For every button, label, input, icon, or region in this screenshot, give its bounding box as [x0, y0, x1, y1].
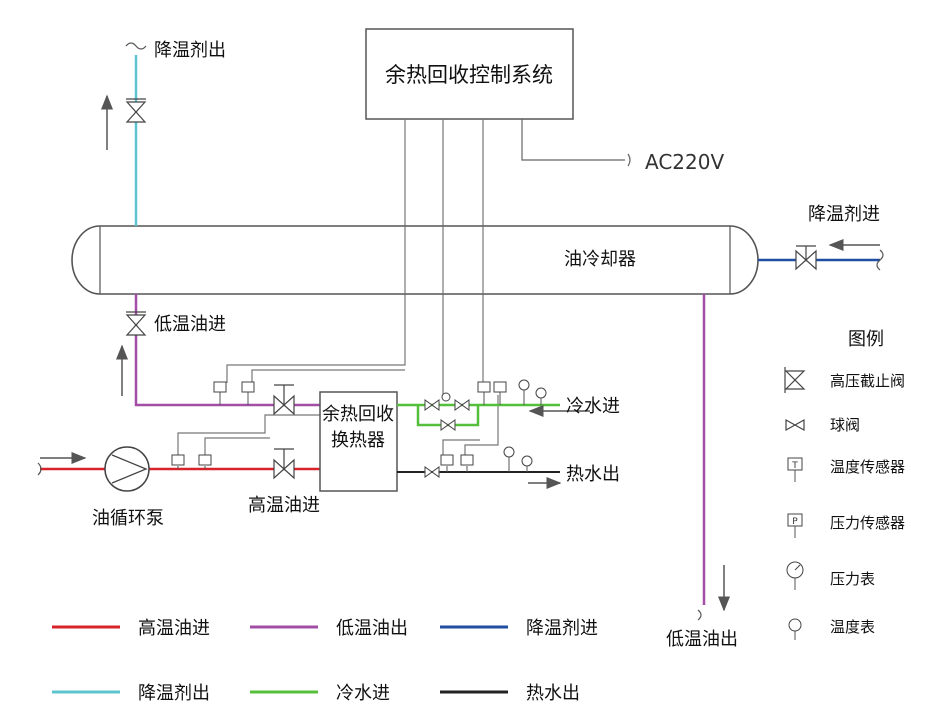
- sensor-mark: T: [791, 461, 798, 471]
- globe-valve-icon: [125, 311, 147, 336]
- temperature-sensor-icon: [440, 454, 454, 472]
- hot-water-out-label: 热水出: [566, 464, 620, 485]
- globe-valve-icon: [273, 448, 295, 480]
- legend-item-label: 压力传感器: [830, 514, 905, 532]
- pipe-break-icon: [37, 462, 42, 476]
- legend-line-label: 热水出: [526, 683, 580, 704]
- power-cable: [521, 119, 625, 161]
- cable-break-icon: [627, 153, 631, 167]
- low-oil-out-label: 低温油出: [666, 629, 738, 650]
- pressure-sensor-icon: [460, 454, 474, 472]
- exchanger-label-1: 余热回收: [322, 404, 394, 425]
- exchanger-label-2: 换热器: [331, 430, 385, 451]
- pipe-break-icon: [125, 42, 147, 50]
- pressure-sensor-icon: [493, 381, 507, 405]
- pump-label: 油循环泵: [92, 508, 164, 529]
- legend-item-label: 温度传感器: [830, 458, 905, 476]
- globe-valve-icon: [273, 384, 295, 416]
- ball-valve-icon: [424, 466, 440, 478]
- signal-wires-over-vessel: [404, 226, 484, 294]
- temperature-sensor-icon: [213, 381, 227, 405]
- globe-valve-icon: [795, 245, 817, 271]
- temperature-sensor-icon: T: [787, 457, 803, 482]
- control-system-box: [365, 28, 574, 120]
- temperature-sensor-icon: [477, 381, 491, 405]
- low-oil-pipe: [134, 294, 320, 407]
- high-oil-in-label: 高温油进: [248, 495, 320, 516]
- globe-valve-icon: [441, 392, 451, 402]
- pressure-gauge-icon: [786, 561, 804, 590]
- cold-water-in-label: 冷水进: [566, 396, 620, 417]
- pipe-break-icon: [876, 249, 884, 271]
- legend-line-label: 低温油出: [336, 618, 408, 639]
- thermometer-icon: [535, 387, 547, 405]
- heat-exchanger-box: [319, 391, 398, 492]
- ball-valve-icon: [424, 399, 440, 411]
- pressure-sensor-icon: [198, 454, 212, 469]
- ball-valve-icon: [785, 418, 805, 432]
- legend-item-label: 温度表: [830, 618, 875, 636]
- legend-item-label: 压力表: [830, 570, 875, 588]
- temperature-sensor-icon: [171, 454, 185, 469]
- legend-line-label: 冷水进: [336, 683, 390, 704]
- thermometer-icon: [521, 455, 533, 472]
- legend-item-label: 高压截止阀: [830, 372, 905, 390]
- control-system-label: 余热回收控制系统: [385, 63, 553, 87]
- globe-valve-icon: [784, 367, 806, 393]
- legend-title: 图例: [848, 329, 884, 350]
- pipe-break-icon: [697, 609, 702, 621]
- pressure-sensor-icon: P: [787, 513, 803, 538]
- legend-item-label: 球阀: [830, 416, 860, 434]
- pump-icon: [104, 446, 150, 492]
- ball-valve-icon: [454, 399, 470, 411]
- pressure-sensor-icon: [241, 381, 255, 405]
- low-oil-in-label: 低温油进: [154, 314, 226, 335]
- power-label: AC220V: [645, 150, 724, 174]
- ball-valve-icon: [440, 419, 456, 431]
- thermometer-icon: [788, 618, 802, 640]
- globe-valve-icon: [125, 98, 147, 123]
- sensor-mark: P: [792, 517, 798, 527]
- pressure-gauge-icon: [503, 446, 515, 472]
- oil-cooler-label: 油冷却器: [564, 249, 636, 270]
- oil-cooler-vessel: [71, 225, 759, 295]
- legend-line-label: 高温油进: [138, 618, 210, 639]
- cold-water-pipe: [397, 403, 560, 427]
- legend-line-label: 降温剂出: [138, 683, 210, 704]
- coolant-in-label: 降温剂进: [808, 204, 880, 225]
- legend-line-label: 降温剂进: [526, 618, 598, 639]
- pressure-gauge-icon: [518, 379, 530, 405]
- coolant-out-label: 降温剂出: [154, 40, 226, 61]
